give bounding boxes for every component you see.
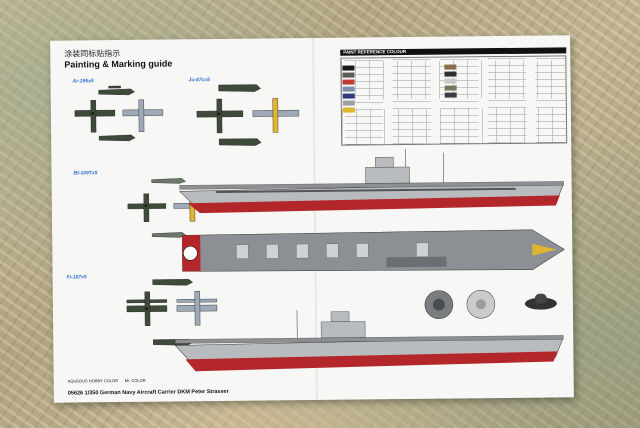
ship-side-profile: [179, 149, 565, 214]
sheet-title-chinese: 涂装同标贴指示: [64, 48, 121, 59]
paint-reference-table: PAINT REFERENCE COLOUR: [340, 47, 568, 146]
footer-legend-mr-color: Mr. COLOR: [124, 377, 146, 383]
flight-deck-plan: [181, 229, 565, 272]
instruction-sheet: 涂装同标贴指示 Painting & Marking guide Ar-195x…: [50, 35, 574, 403]
color-swatch: [342, 72, 355, 78]
footer-legend-aqueous: AQUEOUS HOBBY COLOR: [67, 378, 119, 384]
color-swatch: [342, 65, 355, 71]
color-swatch: [342, 79, 355, 85]
detail-parts: [424, 289, 557, 319]
color-swatch: [342, 86, 355, 92]
paint-reference-title: PAINT REFERENCE COLOUR: [340, 47, 567, 56]
sheet-title: Painting & Marking guide: [64, 58, 173, 70]
color-swatch: [342, 107, 355, 113]
color-swatch: [342, 93, 355, 99]
kit-title: 05626 1/350 German Navy Aircraft Carrier…: [67, 388, 229, 397]
color-swatch: [444, 85, 457, 91]
color-swatch: [444, 78, 457, 84]
footer-legend: AQUEOUS HOBBY COLOR Mr. COLOR: [68, 378, 146, 384]
color-swatch: [444, 92, 457, 98]
ship-side-profile-alt: [174, 310, 564, 372]
color-swatch: [444, 64, 457, 70]
color-swatch: [444, 71, 457, 77]
aircraft-drawings: [74, 84, 300, 346]
color-swatch: [342, 100, 355, 106]
